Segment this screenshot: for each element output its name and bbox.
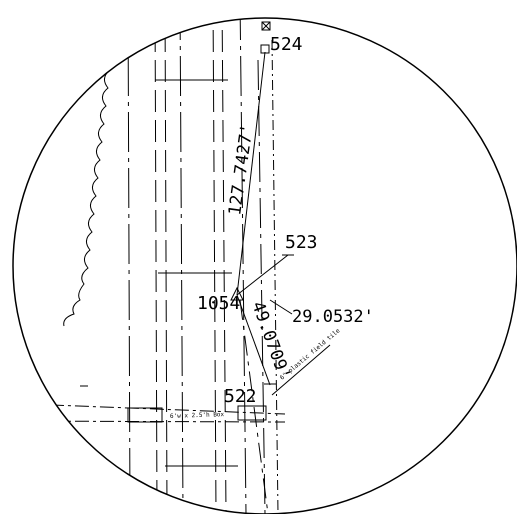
road-line — [257, 59, 266, 514]
traverse-line — [236, 254, 289, 296]
road-line — [271, 39, 279, 514]
dimension-29: 29.0532' — [292, 307, 374, 327]
point-symbol-top — [261, 21, 271, 31]
box-culvert-right — [237, 405, 267, 421]
note-box: 6'w x 2.5'h Box — [170, 411, 225, 420]
label-524: 524 — [270, 34, 303, 55]
note-tile: 6" plastic field tile — [279, 327, 342, 381]
road-line — [164, 18, 168, 514]
label-523: 523 — [285, 232, 318, 253]
road-line — [221, 18, 227, 514]
road-line — [127, 18, 131, 514]
traverse-line — [236, 51, 266, 296]
leader-line — [271, 344, 331, 396]
tree-line — [63, 69, 111, 327]
point-symbol-1054 — [230, 286, 244, 301]
box-culvert-left — [127, 407, 163, 423]
road-line — [179, 18, 184, 514]
road-line — [212, 18, 217, 514]
viewport-circle — [12, 17, 517, 514]
point-symbol-524 — [260, 44, 270, 54]
culvert-line — [13, 420, 286, 423]
label-522: 522 — [224, 386, 257, 407]
label-1054: 1054 — [197, 293, 240, 314]
road-line — [239, 18, 247, 514]
dimension-127: 127.7427' — [225, 123, 258, 217]
traverse-line — [269, 299, 293, 315]
traverse-line — [236, 294, 271, 386]
road-line — [154, 18, 158, 514]
